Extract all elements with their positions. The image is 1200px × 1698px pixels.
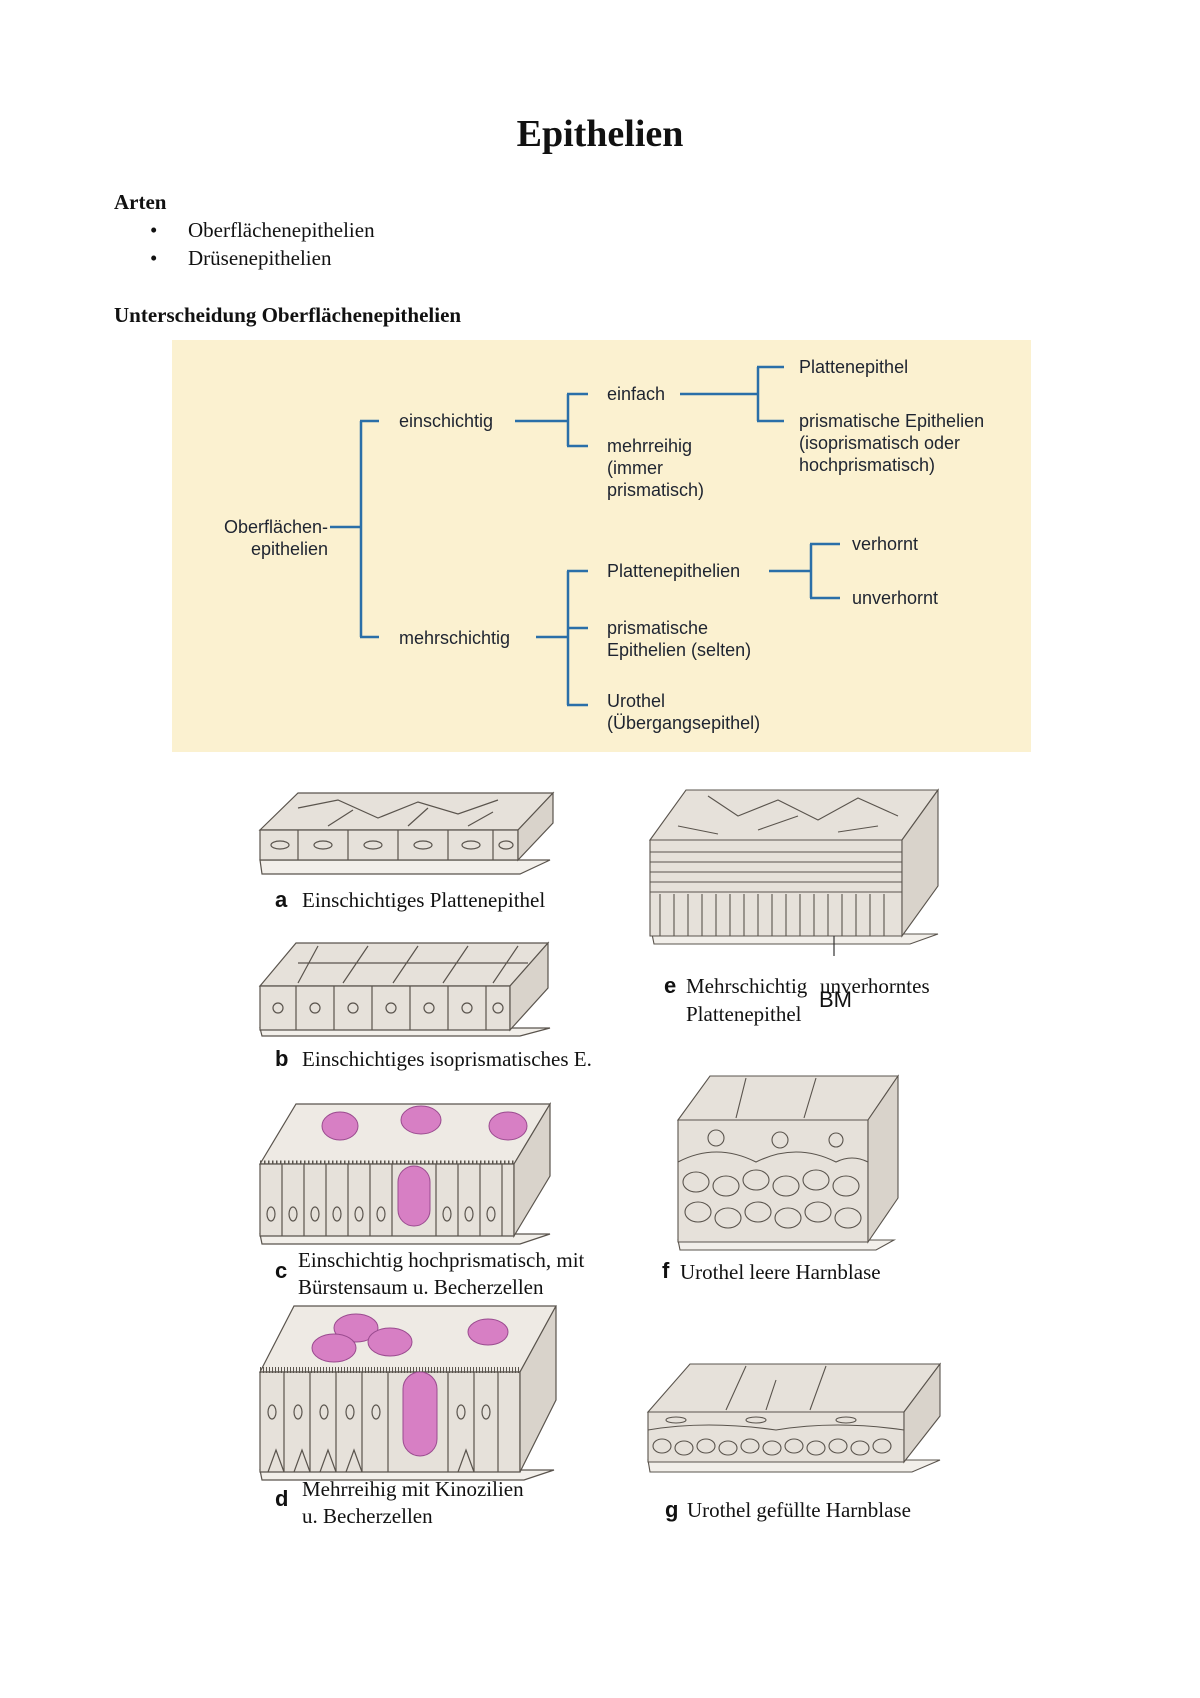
tree-einfach: einfach — [607, 384, 666, 404]
basement-membrane-label: BM — [819, 987, 852, 1012]
classification-tree: Oberflächen- epithelien einschichtig meh… — [172, 340, 1031, 752]
unterscheidung-heading: Unterscheidung Oberflächenepithelien — [114, 303, 462, 327]
tree-mehrreihig: mehrreihig (immer prismatisch) — [607, 436, 705, 500]
figure-g-illustration — [646, 1362, 942, 1473]
figure-d-caption: Mehrreihig mit Kinozilien u. Becherzelle… — [302, 1477, 524, 1528]
figure-e-caption-line2: Plattenepithel — [686, 1002, 802, 1026]
figure-e-illustration — [648, 788, 940, 956]
figure-a-illustration — [258, 791, 555, 875]
figure-b-caption: Einschichtiges isoprismatisches E. — [302, 1047, 592, 1071]
bullet-glyph: • — [150, 246, 158, 270]
tree-root: Oberflächen- epithelien — [223, 517, 328, 559]
bullet-text: Drüsenepithelien — [188, 246, 332, 270]
figure-f-letter: f — [662, 1258, 670, 1283]
tree-connectors — [330, 365, 840, 707]
bullet-glyph: • — [150, 218, 158, 242]
bullet-item: • Oberflächenepithelien — [150, 218, 375, 243]
figure-e-caption-part2: unverhorntes — [820, 974, 930, 998]
tree-mehrschichtig: mehrschichtig — [399, 628, 511, 648]
tree-plattenepithelien: Plattenepithelien — [607, 561, 741, 581]
tree-verhornt: verhornt — [852, 534, 919, 554]
arten-heading: Arten — [114, 190, 167, 214]
figure-d-illustration — [259, 1305, 558, 1481]
tree-prismatische-selten: prismatische Epithelien (selten) — [607, 618, 752, 660]
tree-prismatische-epithelien: prismatische Epithelien (isoprismatisch … — [799, 411, 985, 475]
tree-plattenepithel: Plattenepithel — [799, 357, 909, 377]
figure-d-letter: d — [275, 1486, 289, 1511]
figure-b-letter: b — [275, 1046, 289, 1071]
tree-urothel: Urothel (Übergangsepithel) — [607, 691, 761, 733]
tree-einschichtig: einschichtig — [399, 411, 494, 431]
figure-a-letter: a — [275, 887, 288, 912]
bullet-text: Oberflächenepithelien — [188, 218, 375, 242]
bullet-item: • Drüsenepithelien — [150, 246, 331, 271]
figure-g-caption: Urothel gefüllte Harnblase — [687, 1498, 911, 1522]
figure-c-letter: c — [275, 1258, 288, 1283]
figure-g-letter: g — [665, 1497, 679, 1522]
figure-f-illustration — [676, 1074, 900, 1251]
tree-unverhornt: unverhornt — [852, 588, 939, 608]
figure-c-caption: Einschichtig hochprismatisch, mit Bürste… — [298, 1248, 585, 1299]
page-title: Epithelien — [516, 113, 684, 155]
figure-c-illustration — [258, 1101, 552, 1245]
figure-a-caption: Einschichtiges Plattenepithel — [302, 888, 546, 912]
figure-e-letter: e — [664, 973, 677, 998]
figure-e-caption-part1: Mehrschichtig — [686, 974, 808, 998]
figure-f-caption: Urothel leere Harnblase — [680, 1260, 881, 1284]
figure-b-illustration — [258, 941, 551, 1037]
